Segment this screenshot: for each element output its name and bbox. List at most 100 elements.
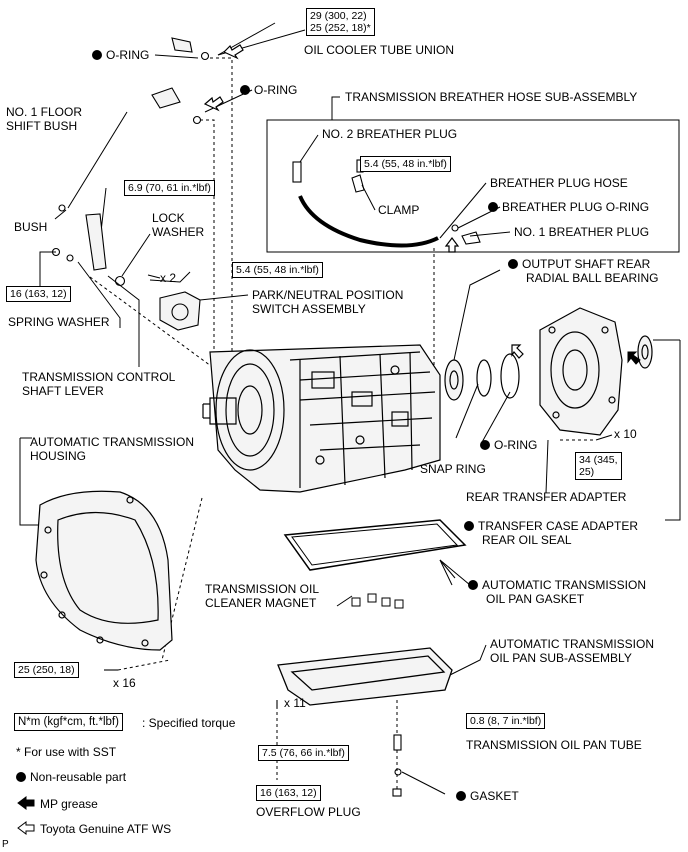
non-reusable-dot-icon <box>240 85 250 95</box>
label-no1-floor-shift-bush: NO. 1 FLOOR SHIFT BUSH <box>6 105 82 133</box>
label-line-2: CLEANER MAGNET <box>205 596 317 610</box>
non-reusable-dot-icon <box>480 440 490 450</box>
label-line-2: HOUSING <box>30 449 87 463</box>
atf-arrows <box>203 44 524 359</box>
torque-spring-washer-nut: 16 (163, 12) <box>6 286 71 302</box>
legend-mp-grease: MP grease <box>40 797 98 811</box>
qty-switch-bolts: x 2 <box>160 271 177 285</box>
label-no2-breather-plug: NO. 2 BREATHER PLUG <box>322 127 458 141</box>
non-reusable-dot-icon <box>92 50 102 60</box>
label-line-1: TRANSFER CASE ADAPTER <box>464 519 638 533</box>
breather-hose-leader <box>331 96 340 120</box>
label-line-1: TRANSMISSION CONTROL <box>22 370 176 384</box>
oil-pan-gasket-inner <box>291 523 459 566</box>
label-text: O-RING <box>254 83 298 97</box>
non-reusable-dot-icon <box>456 791 466 801</box>
label-text: BREATHER PLUG O-RING <box>502 200 650 214</box>
oil-pan-part <box>277 647 453 706</box>
torque-overflow-plug: 16 (163, 12) <box>256 785 321 801</box>
label-text: O-RING <box>494 438 538 452</box>
label-line-1: AUTOMATIC TRANSMISSION <box>468 578 646 592</box>
label-lock-washer: LOCK WASHER <box>152 211 204 239</box>
legend-sst-note: * For use with SST <box>16 745 117 759</box>
label-line-2: OIL PAN GASKET <box>486 592 585 606</box>
legend-atf-arrow <box>17 821 35 835</box>
label-no1-breather-plug: NO. 1 BREATHER PLUG <box>514 225 650 239</box>
legend-torque-unit: N*m (kgf*cm, ft.*lbf) <box>14 713 123 731</box>
non-reusable-dot-icon <box>488 202 498 212</box>
label-control-shaft-lever: TRANSMISSION CONTROL SHAFT LEVER <box>22 370 175 398</box>
torque-housing-bolt: 25 (250, 18) <box>14 662 79 678</box>
label-clamp: CLAMP <box>378 203 420 217</box>
torque-value-cont: 25) <box>579 466 595 478</box>
label-line-2: OIL PAN SUB-ASSEMBLY <box>490 651 632 665</box>
label-snap-ring: SNAP RING <box>420 462 486 476</box>
label-spring-washer: SPRING WASHER <box>8 315 110 329</box>
non-reusable-dot-icon <box>468 580 478 590</box>
torque-adapter-bolt: 34 (345, 25) <box>575 452 622 480</box>
label-park-neutral-switch: PARK/NEUTRAL POSITION SWITCH ASSEMBLY <box>252 288 403 316</box>
rear-rings <box>444 335 653 401</box>
label-oil-pan-tube: TRANSMISSION OIL PAN TUBE <box>466 738 642 752</box>
transmission-case <box>202 344 441 493</box>
label-line-2: REAR OIL SEAL <box>482 533 572 547</box>
page-marker: P <box>2 839 9 850</box>
label-line-1: TRANSMISSION OIL <box>205 582 320 596</box>
legend-atf: Toyota Genuine ATF WS <box>40 822 172 836</box>
label-line-1: LOCK <box>152 211 185 225</box>
label-text: GASKET <box>470 789 519 803</box>
label-oil-cleaner-magnet: TRANSMISSION OIL CLEANER MAGNET <box>205 582 319 610</box>
torque-value: 29 (300, 22) <box>310 10 367 22</box>
label-transfer-oil-seal: TRANSFER CASE ADAPTER REAR OIL SEAL <box>464 519 638 547</box>
transmission-housing-part <box>35 490 173 651</box>
label-line-1: AUTOMATIC TRANSMISSION <box>30 435 195 449</box>
non-reusable-dot-icon <box>16 772 26 782</box>
torque-value-sst: 25 (252, 18)* <box>310 22 371 34</box>
label-line-1: PARK/NEUTRAL POSITION <box>252 288 404 302</box>
label-overflow-plug: OVERFLOW PLUG <box>256 805 361 819</box>
legend-torque-desc: : Specified torque <box>142 716 236 730</box>
label-gasket: GASKET <box>456 789 519 803</box>
label-rear-transfer-adapter: REAR TRANSFER ADAPTER <box>466 490 627 504</box>
legend-text: Non-reusable part <box>30 770 127 784</box>
label-oil-cooler-tube-union: OIL COOLER TUBE UNION <box>304 43 455 57</box>
oil-pan-gasket-part <box>283 519 467 571</box>
label-text: TRANSFER CASE ADAPTER <box>478 519 639 533</box>
label-oring-cooler-1: O-RING <box>92 48 149 62</box>
label-oil-pan: AUTOMATIC TRANSMISSION OIL PAN SUB-ASSEM… <box>490 637 654 665</box>
label-line-1: NO. 1 FLOOR <box>6 105 83 119</box>
label-oring-cooler-2: O-RING <box>240 83 297 97</box>
oil-cleaner-magnets <box>351 593 404 609</box>
label-line-2: SHAFT LEVER <box>22 384 104 398</box>
torque-breather-plug: 5.4 (55, 48 in.*lbf) <box>360 156 451 172</box>
label-text: O-RING <box>106 48 150 62</box>
torque-value: 34 (345, <box>579 454 618 466</box>
label-output-bearing: OUTPUT SHAFT REAR RADIAL BALL BEARING <box>508 257 659 285</box>
label-line-2: SHIFT BUSH <box>6 119 78 133</box>
label-text: OUTPUT SHAFT REAR <box>522 257 651 271</box>
label-line-1: AUTOMATIC TRANSMISSION <box>490 637 655 651</box>
label-breather-hose-assembly: TRANSMISSION BREATHER HOSE SUB-ASSEMBLY <box>345 90 638 104</box>
label-bush: BUSH <box>14 220 48 234</box>
label-oring-rear: O-RING <box>480 438 537 452</box>
label-line-2: RADIAL BALL BEARING <box>526 271 659 285</box>
label-at-housing: AUTOMATIC TRANSMISSION HOUSING <box>30 435 194 463</box>
rear-transfer-adapter-part <box>539 307 623 436</box>
mp-grease-arrow <box>627 351 641 365</box>
label-breather-plug-hose: BREATHER PLUG HOSE <box>490 176 628 190</box>
torque-pan-bolt: 7.5 (76, 66 in.*lbf) <box>258 745 349 761</box>
torque-switch-bolt: 5.4 (55, 48 in.*lbf) <box>232 262 323 278</box>
qty-adapter-bolts: x 10 <box>614 427 637 441</box>
label-line-2: WASHER <box>152 225 205 239</box>
label-breather-plug-oring: BREATHER PLUG O-RING <box>488 200 649 214</box>
torque-lever-nut: 6.9 (70, 61 in.*lbf) <box>124 180 215 196</box>
breather-hose-assembly-frame <box>266 119 680 253</box>
legend-mp-grease-arrow <box>17 796 35 810</box>
label-line-1: OUTPUT SHAFT REAR <box>508 257 659 271</box>
label-line-2: SWITCH ASSEMBLY <box>252 302 366 316</box>
label-oil-pan-gasket: AUTOMATIC TRANSMISSION OIL PAN GASKET <box>468 578 646 606</box>
non-reusable-dot-icon <box>508 259 518 269</box>
qty-pan-bolts: x 11 <box>284 696 306 710</box>
